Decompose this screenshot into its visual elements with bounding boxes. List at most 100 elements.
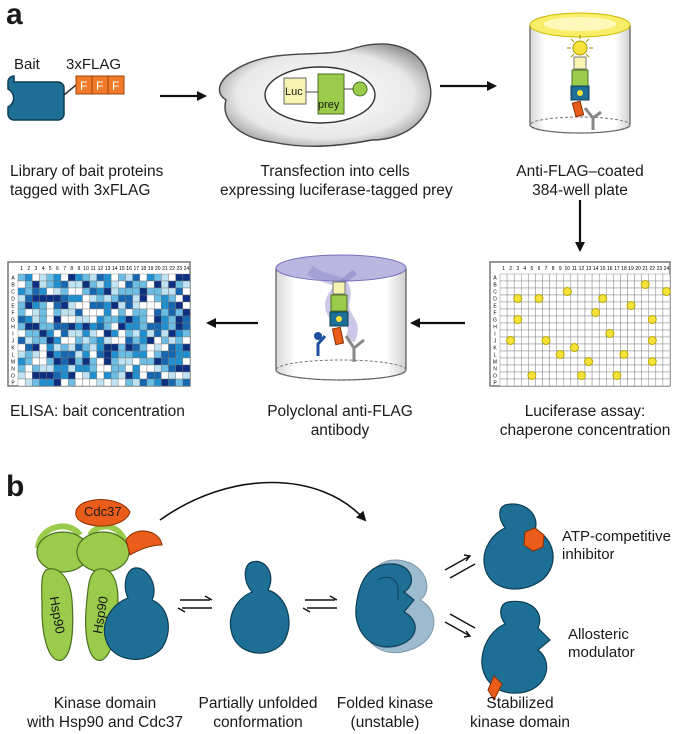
luciferase-tag [283,77,307,105]
plate-well [570,280,579,289]
plate-well [82,364,90,373]
plate-col-label: 6 [56,266,59,272]
plate-well [24,322,33,331]
plate-well [662,357,671,366]
plate-well [89,273,98,282]
plate-well [528,364,536,373]
plate-well [32,315,40,324]
plate-well [103,273,112,282]
plate-well [641,273,649,282]
plate-well [139,287,148,296]
plate-well [542,301,550,310]
plate-col-label: 13 [586,266,592,272]
plate-well [499,287,508,296]
plate-well [528,343,536,352]
plate-well [39,378,47,387]
plate-well [67,378,76,387]
plate-well [17,371,26,380]
plate-well [549,315,557,324]
plate-well [89,357,98,366]
plate-well [60,294,69,303]
plate-well [39,343,47,352]
plate-row-label: A [493,275,497,281]
plate-well [641,371,649,380]
plate-well [175,308,184,317]
plate-well [39,336,47,345]
plate-well [39,287,47,296]
plate-well [96,294,105,303]
plate-well [499,315,508,324]
plate-well [103,357,112,366]
luminescent-well [612,371,622,380]
plate-well [118,371,126,380]
plate-well [146,329,155,338]
plate-well [118,357,126,366]
plate-well [499,350,508,359]
plate-well [82,273,90,282]
plate-well [591,322,600,331]
plate-well [153,336,162,345]
plate-col-label: 10 [83,266,89,272]
plate-row-label: N [11,366,15,372]
plate-well [139,329,148,338]
plate-well [570,322,579,331]
plate-well [60,322,69,331]
plate-row-label: K [11,345,15,351]
plate-well [591,343,600,352]
plate-row-label: I [494,331,495,337]
plate-well [542,371,550,380]
plate-well [570,273,579,282]
plate-well [146,364,155,373]
plate-well [556,294,564,303]
plate-well [655,308,664,317]
plate-well [32,329,40,338]
plate-well [46,273,55,282]
plate-well [627,343,635,352]
plate-well [549,273,557,282]
plate-well [89,364,98,373]
plate-well [125,357,133,366]
plate-well [535,322,543,331]
plate-well [584,336,593,345]
plate-col-label: 12 [98,266,104,272]
plate-well [125,301,133,310]
plate-well [96,287,105,296]
plate-well [146,280,155,289]
plate-well [591,294,600,303]
plate-well [139,343,148,352]
plate-well [521,357,529,366]
luminescent-well [647,315,657,324]
plate-well [620,308,628,317]
plate-well [634,343,642,352]
plate-well [549,357,557,366]
plate-well [161,322,169,331]
plate-well [168,357,176,366]
plate-well [168,336,176,345]
plate-well [591,301,600,310]
plate-row-label: P [493,380,497,386]
plate-well [32,336,40,345]
plate-col-label: 8 [552,266,555,272]
plate-well [67,371,76,380]
plate-well [139,371,148,380]
plate-well [521,287,529,296]
luminescent-well [584,357,594,366]
plate-well [168,287,176,296]
plate-well [606,280,614,289]
luminescent-well [661,287,671,296]
plate-well [146,378,155,387]
plate-well [53,371,62,380]
plate-well [528,315,536,324]
plate-well [175,315,184,324]
plate-well [535,343,543,352]
plate-well [634,378,642,387]
plate-well [39,315,47,324]
plate-well [577,364,586,373]
plate-well [82,378,90,387]
plate-well [125,322,133,331]
plate-well [168,329,176,338]
plate-well [542,273,550,282]
plate-well [24,315,33,324]
plate-col-label: 15 [119,266,125,272]
